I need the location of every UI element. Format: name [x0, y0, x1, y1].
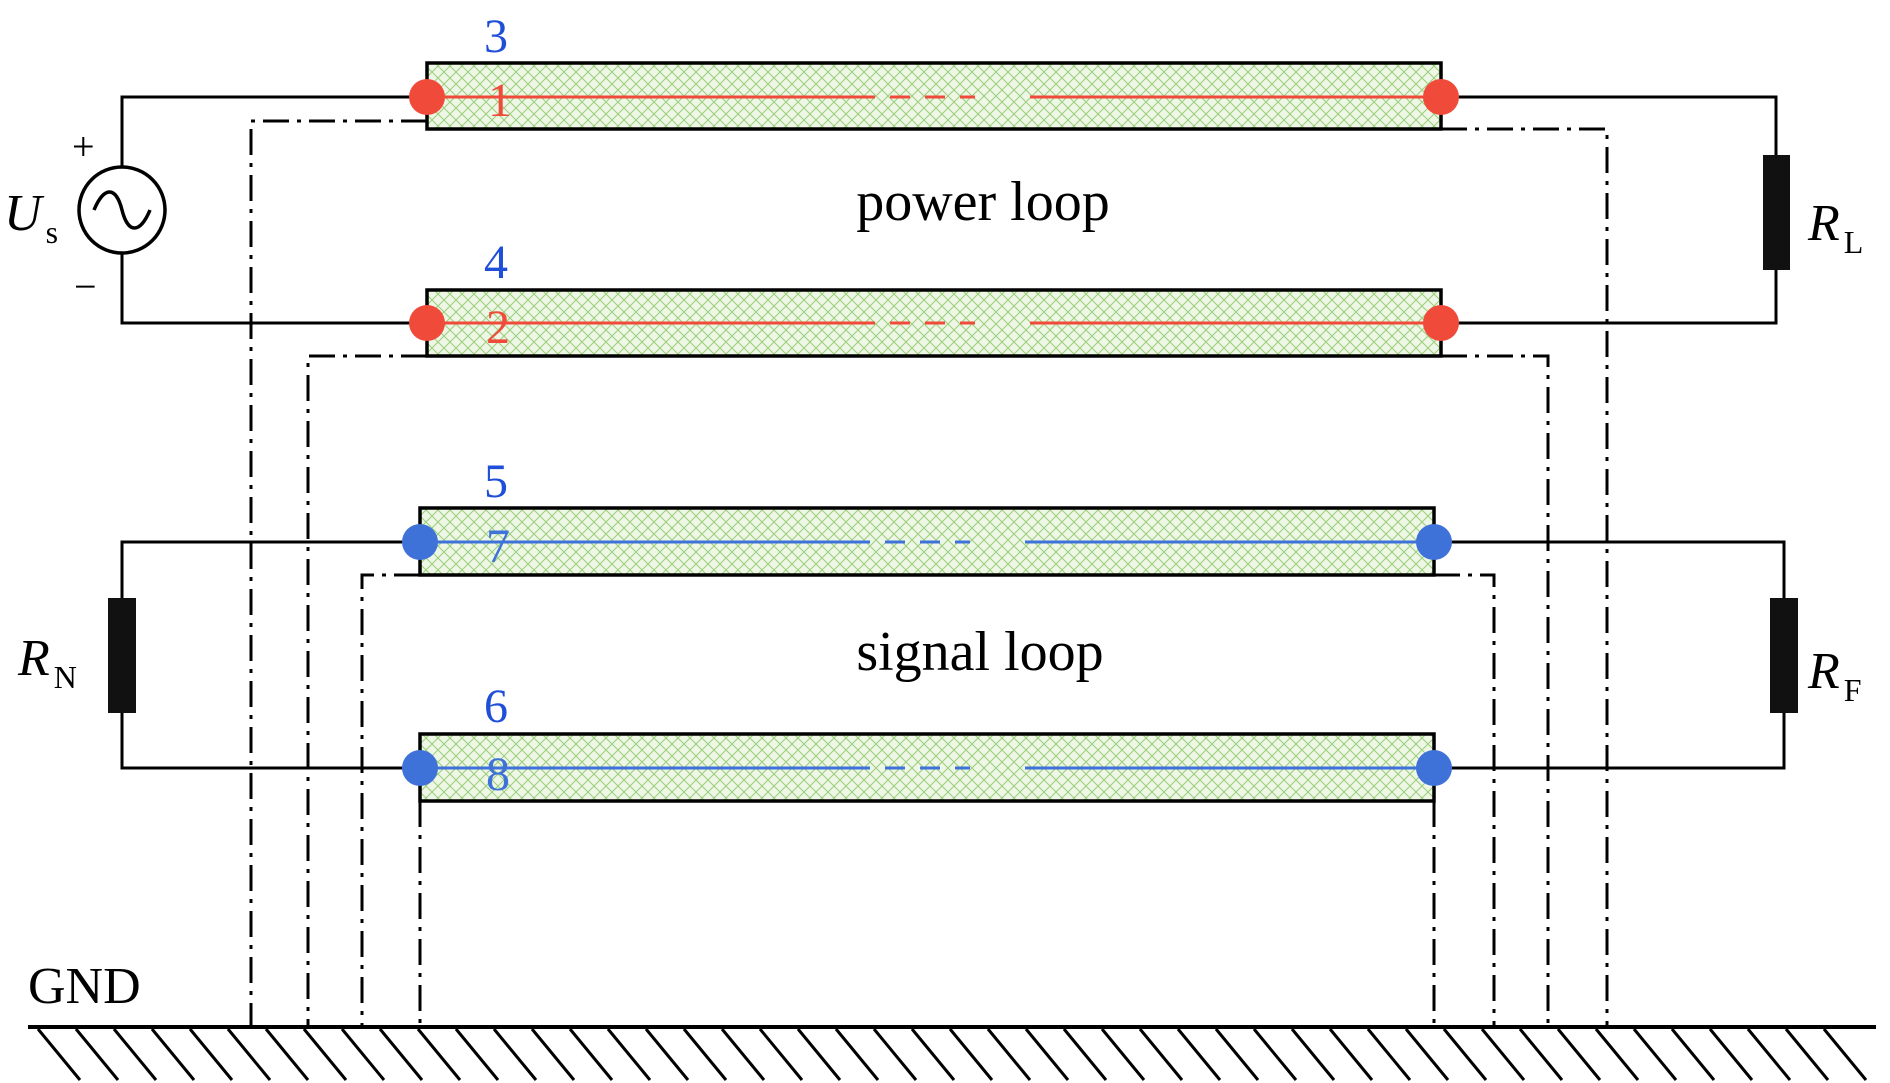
ground-hatch-tick	[1708, 1028, 1754, 1081]
load-top-wire	[1442, 95, 1778, 155]
ground-hatch-tick	[378, 1028, 424, 1081]
voltage-source	[77, 165, 167, 255]
core-number-2: 2	[486, 301, 510, 354]
ground-hatch-tick	[1442, 1028, 1488, 1081]
ground-hatch-tick	[530, 1028, 576, 1081]
sine-wave-icon	[92, 190, 152, 230]
ground-hatch-tick	[758, 1028, 804, 1081]
terminal-7-near	[402, 524, 438, 560]
ground-hatch-tick	[112, 1028, 158, 1081]
far-end-resistor	[1770, 598, 1798, 713]
terminal-7-far	[1416, 524, 1452, 560]
near-end-resistor	[108, 598, 136, 713]
terminal-8-far	[1416, 750, 1452, 786]
ground-hatch-tick	[682, 1028, 728, 1081]
ground-hatch-tick	[36, 1028, 82, 1081]
signal-loop-label: signal loop	[856, 621, 1103, 683]
terminal-1-far	[1423, 79, 1459, 115]
terminal-2-far	[1423, 305, 1459, 341]
ground-hatch-tick	[1214, 1028, 1260, 1081]
ground-hatch-tick	[1404, 1028, 1450, 1081]
terminal-8-near	[402, 750, 438, 786]
ground-hatch-tick	[188, 1028, 234, 1081]
ground-hatch-tick	[1746, 1028, 1792, 1081]
ground-hatch-tick	[1366, 1028, 1412, 1081]
minus-sign: −	[74, 264, 97, 309]
shield-5-ground-path	[360, 573, 1496, 1027]
ground-hatch-tick	[1784, 1028, 1830, 1081]
ground-hatch-tick	[1100, 1028, 1146, 1081]
plus-sign: +	[72, 124, 95, 169]
ground-hatch-tick	[1024, 1028, 1070, 1081]
ground-hatch-tick	[568, 1028, 614, 1081]
near-end-top-wire	[120, 540, 420, 598]
ground-hatch-tick	[644, 1028, 690, 1081]
shield-number-5: 5	[484, 455, 508, 508]
core-number-1: 1	[488, 74, 512, 127]
shield-4-ground-path	[306, 354, 1550, 1027]
ground-hatch-tick	[720, 1028, 766, 1081]
load-resistor	[1763, 155, 1790, 270]
near-end-bottom-wire	[120, 713, 420, 770]
ground-hatch-tick	[1062, 1028, 1108, 1081]
shield-number-6: 6	[484, 680, 508, 733]
ground-hatch-tick	[1632, 1028, 1678, 1081]
shield-number-4: 4	[484, 236, 508, 289]
ground-hatch-tick	[1252, 1028, 1298, 1081]
ground-hatch-tick	[872, 1028, 918, 1081]
gnd-label: GND	[28, 958, 141, 1015]
ground-hatch-tick	[416, 1028, 462, 1081]
shield-3-ground-path	[249, 119, 1609, 1027]
ground-hatch-tick	[910, 1028, 956, 1081]
ground-hatch-tick	[302, 1028, 348, 1081]
ground-hatch-tick	[1176, 1028, 1222, 1081]
ground-hatch-tick	[1290, 1028, 1336, 1081]
ground-hatch-tick	[1518, 1028, 1564, 1081]
shield-6-ground-path	[418, 801, 1436, 1027]
ground-hatch-tick	[226, 1028, 272, 1081]
ground-hatch-tick	[1480, 1028, 1526, 1081]
ground-hatch-tick	[74, 1028, 120, 1081]
shield-number-3: 3	[484, 10, 508, 63]
ground-hatch-tick	[606, 1028, 652, 1081]
ground-hatch-tick	[834, 1028, 880, 1081]
far-end-bottom-wire	[1440, 713, 1786, 770]
ground-hatch-tick	[492, 1028, 538, 1081]
source-top-wire	[120, 95, 424, 168]
ground-hatch-tick	[264, 1028, 310, 1081]
ground-hatching	[36, 1028, 1868, 1081]
ground-hatch-tick	[1138, 1028, 1184, 1081]
ground-hatch-tick	[1328, 1028, 1374, 1081]
core-number-7: 7	[486, 520, 510, 573]
ground-hatch-tick	[986, 1028, 1032, 1081]
ground-hatch-tick	[1670, 1028, 1716, 1081]
source-bottom-wire	[120, 253, 424, 325]
terminal-2-near	[409, 305, 445, 341]
ground-hatch-tick	[1556, 1028, 1602, 1081]
ground-hatch-tick	[340, 1028, 386, 1081]
ground-hatch-tick	[1822, 1028, 1868, 1081]
ground-hatch-tick	[1594, 1028, 1640, 1081]
ground-hatch-tick	[948, 1028, 994, 1081]
power-loop-label: power loop	[856, 171, 1110, 233]
load-bottom-wire	[1442, 270, 1778, 325]
far-end-top-wire	[1440, 540, 1786, 598]
ground-hatch-tick	[150, 1028, 196, 1081]
ground-hatch-tick	[454, 1028, 500, 1081]
core-number-8: 8	[486, 748, 510, 801]
ground-hatch-tick	[796, 1028, 842, 1081]
terminal-1-near	[409, 79, 445, 115]
